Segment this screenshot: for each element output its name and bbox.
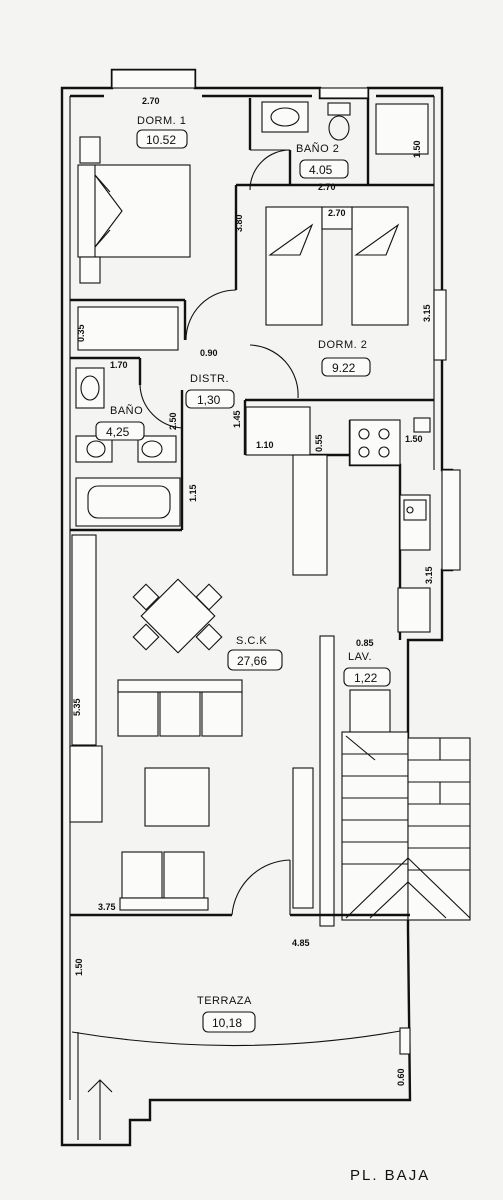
room-area-distr: 1,30 <box>197 393 221 407</box>
dim-1-50-terraza: 1.50 <box>74 958 84 976</box>
dimension-labels: 2.70 2.70 2.70 1.50 3.80 3.15 0.35 0.90 … <box>72 96 434 1086</box>
dorm1-furniture <box>77 136 191 351</box>
room-area-bano: 4,25 <box>106 425 130 439</box>
window-dorm1 <box>111 69 196 89</box>
window-dorm2 <box>433 289 447 361</box>
room-area-dorm2: 9.22 <box>332 361 356 375</box>
stairs <box>341 731 471 921</box>
wardrobe-dorm2 <box>245 406 311 456</box>
dim-1-45: 1.45 <box>232 410 242 428</box>
closet-bano2 <box>375 103 429 155</box>
sheet-label: PL. BAJA <box>350 1167 430 1184</box>
dim-1-50-kitchen: 1.50 <box>405 434 423 444</box>
room-area-lav: 1,22 <box>354 671 378 685</box>
kitchen-fixtures <box>292 417 431 633</box>
coffee-table <box>144 767 210 827</box>
dim-2-70-dorm2: 2.70 <box>328 208 346 218</box>
dim-1-70: 1.70 <box>110 360 128 370</box>
room-area-bano2: 4.05 <box>309 163 333 177</box>
bed-right-dorm2 <box>351 206 409 326</box>
dim-3-75: 3.75 <box>98 902 116 912</box>
room-area-dorm1: 10.52 <box>146 133 176 147</box>
window-bano2 <box>319 87 369 99</box>
washer <box>349 689 391 735</box>
dim-0-35: 0.35 <box>76 324 86 342</box>
dorm2-furniture <box>245 206 409 456</box>
dim-0-90: 0.90 <box>200 348 218 358</box>
room-name-sck: S.C.K <box>236 635 267 647</box>
wardrobe-dorm1 <box>77 306 179 351</box>
bathtub <box>75 477 181 527</box>
sofa-back <box>117 679 243 693</box>
room-area-sck: 27,66 <box>237 654 267 668</box>
laundry <box>319 635 391 927</box>
dim-2-70-top: 2.70 <box>142 96 160 106</box>
dim-1-50-closet: 1.50 <box>412 140 422 158</box>
room-name-lav: LAV. <box>348 651 372 663</box>
dim-5-35: 5.35 <box>72 698 82 716</box>
wall-unit <box>292 767 314 909</box>
room-area-terraza: 10,18 <box>212 1016 242 1030</box>
dim-3-80: 3.80 <box>234 214 244 232</box>
room-name-bano2: BAÑO 2 <box>296 142 339 155</box>
counter-island <box>292 454 328 576</box>
dim-2-50: 2.50 <box>168 412 178 430</box>
bed-left-dorm2 <box>265 206 323 326</box>
terrace-structure <box>70 913 411 1140</box>
sideboard <box>71 534 97 746</box>
sink <box>399 494 431 551</box>
dim-2-70-bano2: 2.70 <box>318 182 336 192</box>
room-name-terraza: TERRAZA <box>197 995 252 1007</box>
living-furniture <box>69 534 314 911</box>
room-name-distr: DISTR. <box>190 373 229 385</box>
doors <box>139 149 299 916</box>
bed-dorm1 <box>77 164 191 258</box>
window-kitchen <box>441 469 461 571</box>
dim-0-85: 0.85 <box>356 638 374 648</box>
dim-1-10: 1.10 <box>256 440 274 450</box>
room-labels: DORM. 1 10.52 BAÑO 2 4.05 DORM. 2 9.22 D… <box>95 115 391 1033</box>
interior-walls <box>70 98 434 640</box>
dim-3-15-kitchen: 3.15 <box>424 566 434 584</box>
dim-0-55: 0.55 <box>314 434 324 452</box>
room-name-dorm1: DORM. 1 <box>137 115 186 127</box>
dim-0-60: 0.60 <box>396 1068 406 1086</box>
bano2-fixtures <box>261 101 429 155</box>
outer-walls <box>60 68 461 1147</box>
room-name-dorm2: DORM. 2 <box>318 339 367 351</box>
bano-fixtures <box>75 367 181 527</box>
dim-1-15: 1.15 <box>188 484 198 502</box>
room-name-bano: BAÑO <box>110 404 143 417</box>
fireplace <box>69 745 103 823</box>
dim-3-15-dorm2: 3.15 <box>422 304 432 322</box>
dim-4-85: 4.85 <box>292 938 310 948</box>
